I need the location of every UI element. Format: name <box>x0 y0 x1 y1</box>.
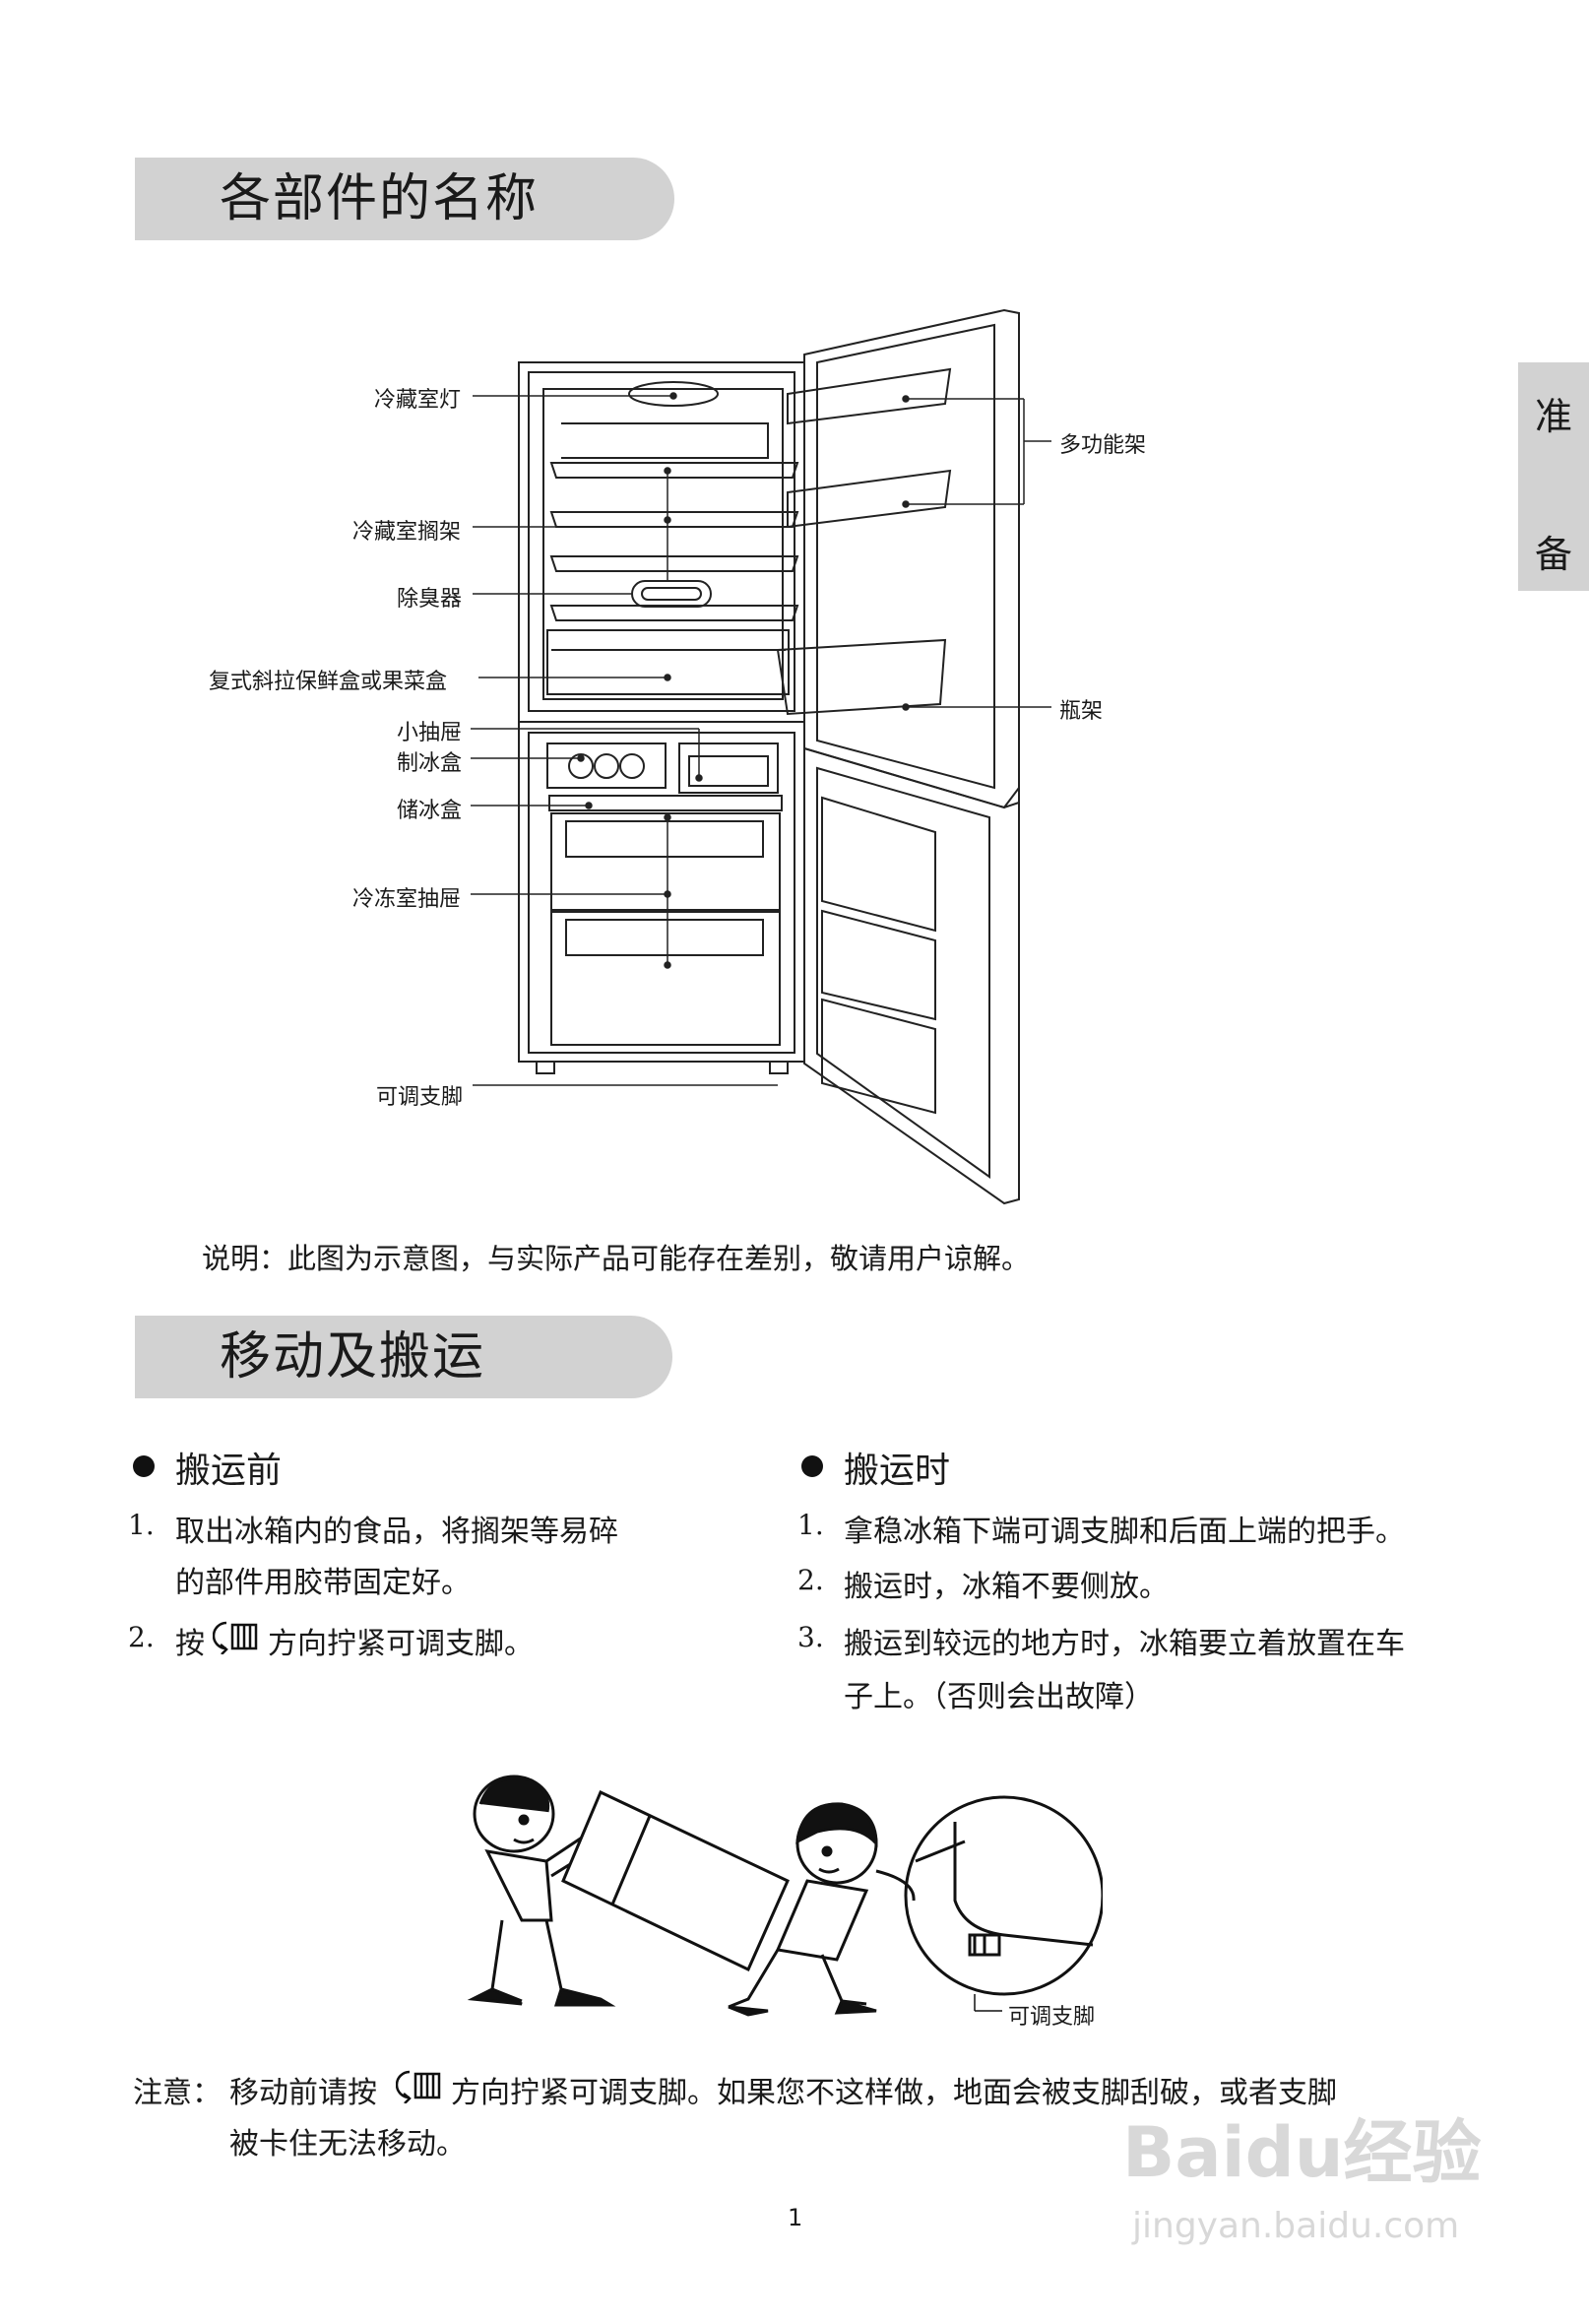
label-deodorizer: 除臭器 <box>397 587 463 612</box>
before-item-1-num: 1. <box>128 1509 155 1541</box>
label-multi-shelf: 多功能架 <box>1059 433 1147 458</box>
rotate-direction-icon <box>213 1619 262 1654</box>
label-adjustable-feet: 可调支脚 <box>376 1085 464 1110</box>
label-fridge-shelf: 冷藏室搁架 <box>352 520 462 545</box>
caution-prefix: 注意： <box>133 2076 222 2110</box>
during-heading: 搬运时 <box>844 1451 951 1491</box>
before-heading: 搬运前 <box>175 1451 283 1491</box>
section-title-text: 各部件的名称 <box>220 169 540 228</box>
before-item-2-post: 方向拧紧可调支脚。 <box>268 1627 534 1661</box>
before-item-1-line2: 的部件用胶带固定好。 <box>175 1566 471 1600</box>
label-ice-maker: 制冰盒 <box>397 751 463 776</box>
label-small-drawer: 小抽屉 <box>397 721 463 745</box>
label-fridge-light: 冷藏室灯 <box>374 388 462 413</box>
watermark-logo: Baidu经验 <box>1122 2112 1482 2193</box>
diagram-note: 说明：此图为示意图，与实际产品可能存在差别，敬请用户谅解。 <box>202 1242 1031 1275</box>
section-title-moving: 移动及搬运 <box>135 1316 672 1398</box>
during-item-3-line2: 子上。（否则会出故障） <box>844 1680 1154 1714</box>
section-title-parts: 各部件的名称 <box>135 158 674 240</box>
side-tab: 准 备 <box>1518 362 1589 591</box>
illustration-label-feet: 可调支脚 <box>1008 2005 1096 2030</box>
rotate-direction-icon <box>396 2068 445 2103</box>
bullet-icon <box>801 1455 823 1477</box>
label-bottle-rack: 瓶架 <box>1059 699 1104 724</box>
side-tab-char-1: 准 <box>1534 395 1572 438</box>
refrigerator-diagram <box>0 0 1589 1231</box>
caution-line2: 被卡住无法移动。 <box>229 2127 466 2162</box>
during-item-2-num: 2. <box>797 1564 824 1596</box>
before-item-2-pre: 按 <box>175 1627 205 1661</box>
label-freezer-drawer: 冷冻室抽屉 <box>352 887 462 912</box>
before-item-2-num: 2. <box>128 1621 155 1653</box>
bullet-icon <box>133 1455 155 1477</box>
label-ice-storage: 储冰盒 <box>397 799 463 823</box>
label-crisper: 复式斜拉保鲜盒或果菜盒 <box>209 670 448 694</box>
during-item-3-line1: 搬运到较远的地方时，冰箱要立着放置在车 <box>844 1627 1405 1661</box>
during-item-1-line1: 拿稳冰箱下端可调支脚和后面上端的把手。 <box>844 1515 1405 1549</box>
section-title-text: 移动及搬运 <box>220 1327 486 1387</box>
before-item-1-line1: 取出冰箱内的食品，将搁架等易碎 <box>175 1515 618 1549</box>
moving-illustration <box>453 1753 1103 2038</box>
page-number: 1 <box>788 2204 803 2231</box>
caution-pre: 移动前请按 <box>229 2076 377 2110</box>
caution-post: 方向拧紧可调支脚。如果您不这样做，地面会被支脚刮破，或者支脚 <box>451 2076 1337 2110</box>
during-item-2-line1: 搬运时，冰箱不要侧放。 <box>844 1570 1169 1604</box>
side-tab-char-2: 备 <box>1534 533 1572 576</box>
watermark-url: jingyan.baidu.com <box>1132 2206 1460 2246</box>
during-item-3-num: 3. <box>797 1621 824 1653</box>
during-item-1-num: 1. <box>797 1509 824 1541</box>
